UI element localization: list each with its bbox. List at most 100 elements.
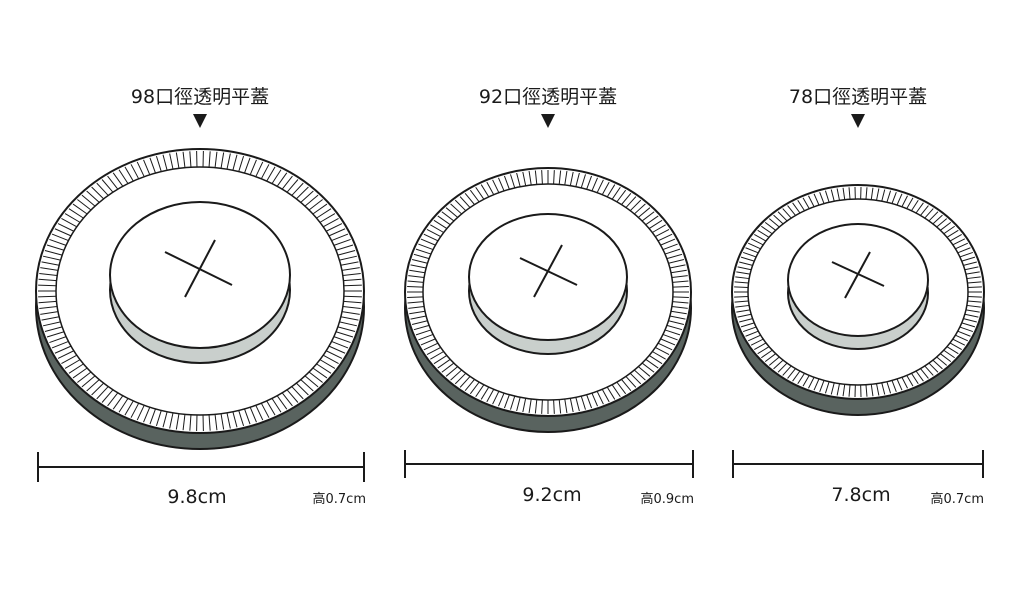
rim-rib (564, 171, 568, 186)
rim-rib (308, 371, 323, 383)
rim-rib (569, 398, 574, 413)
rim-rib (46, 244, 65, 251)
rim-rib (407, 280, 424, 283)
rim-rib (410, 315, 427, 320)
lid-98-title: 98口徑透明平蓋 (131, 86, 269, 108)
rim-rib (648, 219, 663, 229)
rim-rib (952, 238, 966, 246)
rim-rib (824, 190, 830, 203)
rim-rib (340, 316, 359, 321)
rim-rib (64, 213, 81, 223)
rim-rib (787, 205, 796, 216)
rim-rib (38, 278, 57, 282)
rim-rib (669, 264, 686, 269)
rim-rib (72, 367, 88, 379)
rim-rib (906, 197, 914, 209)
rim-ribs (38, 151, 362, 431)
rim-rib (238, 410, 245, 426)
lid-92: 92口徑透明平蓋 9.2cm 高0.9cm (404, 86, 694, 507)
rim-rib (249, 407, 257, 423)
rim-rib (343, 284, 362, 287)
rim-rib (625, 196, 637, 208)
rim-rib (333, 238, 351, 246)
rim-rib (666, 253, 683, 260)
rim-rib (655, 228, 670, 238)
rim-rib (967, 281, 982, 284)
rim-rib (335, 244, 354, 251)
rim-rib (49, 336, 67, 344)
rim-rib (343, 295, 362, 298)
rim-rib (281, 175, 293, 190)
rim-rib (920, 205, 929, 216)
rim-rib (896, 193, 903, 206)
rim-rib (946, 346, 959, 355)
rim-rib (891, 191, 897, 204)
rim-rib (220, 152, 225, 169)
rim-rib (107, 392, 119, 407)
rim-rib (940, 221, 952, 231)
rim-rib (966, 276, 981, 280)
rim-rib (965, 271, 980, 275)
rim-rib (819, 380, 825, 393)
rim-rib (486, 389, 495, 403)
rim-rib (418, 243, 434, 251)
rim-rib (836, 383, 840, 396)
rim-rib (72, 203, 88, 215)
rim-rib (967, 300, 982, 303)
rim-rib (671, 275, 688, 278)
rim-rib (112, 172, 124, 187)
rim-rib (813, 193, 820, 206)
rim-rib (742, 326, 757, 333)
lid-78-diameter: 7.8cm (831, 484, 890, 506)
rim-rib (475, 384, 485, 398)
rim-rib (586, 175, 593, 190)
rim-rib (516, 172, 521, 187)
rim-rib (782, 208, 792, 219)
rim-rib (943, 349, 955, 359)
rim-rib (966, 304, 981, 308)
rim-rib (952, 338, 966, 346)
rim-rib (226, 412, 231, 429)
rim-rib (322, 354, 339, 364)
rim-rib (940, 353, 952, 363)
rim-rib (745, 330, 759, 337)
rim-rib (740, 322, 755, 328)
lid-78-body (731, 184, 985, 416)
rim-rib (754, 342, 767, 350)
rim-rib (591, 177, 598, 192)
rim-ribs (734, 187, 982, 397)
rim-rib (81, 375, 96, 388)
rim-rib (967, 295, 982, 298)
rim-rib (189, 414, 192, 431)
rim-rib (516, 397, 521, 412)
rim-rib (40, 311, 59, 315)
rim-rib (736, 271, 751, 275)
rim-rib (312, 367, 328, 379)
rim-rib (413, 253, 430, 260)
rim-rib (249, 159, 257, 175)
rim-rib (865, 384, 868, 397)
rim-rib (606, 386, 616, 400)
rim-rib (534, 399, 538, 414)
rim-rib (437, 215, 451, 226)
rim-rib (300, 190, 314, 203)
rim-rib (68, 363, 84, 374)
lid-98-diameter: 9.8cm (167, 486, 226, 508)
lid-78-dimension-line (732, 450, 984, 478)
rim-rib (407, 286, 424, 288)
rim-rib (266, 166, 276, 182)
rim-rib (266, 400, 276, 416)
rim-rib (226, 153, 231, 170)
rim-rib (260, 402, 270, 418)
rim-rib (337, 250, 356, 256)
rim-rib (61, 218, 78, 228)
rim-rib (343, 300, 362, 304)
rim-rib (754, 234, 767, 242)
rim-rib (737, 313, 752, 318)
rim-rib (870, 384, 874, 397)
rim-rib (286, 389, 299, 403)
down-triangle-icon (541, 114, 555, 128)
rim-rib (498, 177, 505, 192)
rim-rib (510, 395, 516, 410)
rim-rib (244, 157, 251, 174)
